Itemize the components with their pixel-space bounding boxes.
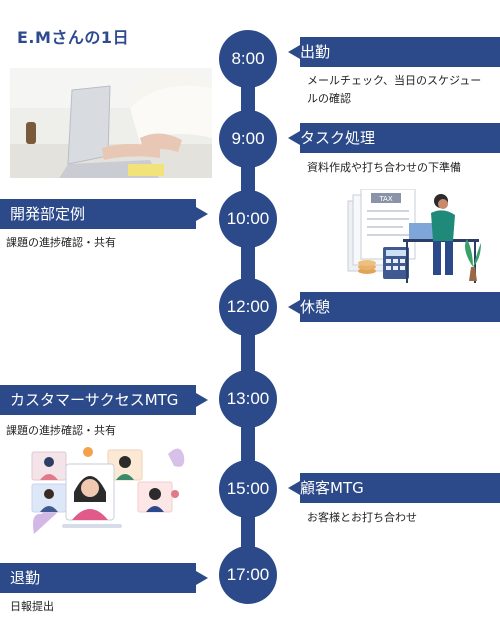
time-node-0900: 9:00 [219, 110, 277, 168]
label-pointer [196, 207, 208, 221]
event-desc-teirei: 課題の進捗確認・共有 [6, 236, 116, 249]
event-label-teirei: 開発部定例 [0, 199, 196, 229]
label-pointer [288, 300, 300, 314]
event-desc-shukkin: メールチェック、当日のスケジュールの確認 [307, 74, 482, 105]
label-pointer [196, 571, 208, 585]
label-pointer [196, 393, 208, 407]
tax-sign-text: TAX [378, 195, 393, 203]
event-label-cs-mtg: カスタマーサクセスMTG [0, 385, 196, 415]
event-desc-kokyaku: お客様とお打ち合わせ [307, 511, 417, 524]
event-label-kyukei: 休憩 [300, 292, 500, 322]
event-desc-taikin: 日報提出 [10, 600, 54, 613]
page-title: E.Mさんの1日 [17, 28, 130, 47]
event-label-kokyaku: 顧客MTG [300, 473, 500, 503]
event-label-task: タスク処理 [300, 123, 500, 153]
tax-documents-illustration: TAX [347, 189, 481, 283]
laptop-typing-photo [10, 68, 212, 178]
time-node-1500: 15:00 [219, 460, 277, 518]
label-pointer [288, 481, 300, 495]
video-call-illustration [31, 447, 185, 534]
label-pointer [288, 131, 300, 145]
event-desc-task: 資料作成や打ち合わせの下準備 [307, 161, 461, 174]
event-desc-cs-mtg: 課題の進捗確認・共有 [6, 424, 116, 437]
time-node-1700: 17:00 [219, 546, 277, 604]
event-label-shukkin: 出勤 [300, 37, 500, 67]
label-pointer [288, 45, 300, 59]
time-node-0800: 8:00 [219, 30, 277, 88]
time-node-1000: 10:00 [219, 190, 277, 248]
time-node-1300: 13:00 [219, 370, 277, 428]
time-node-1200: 12:00 [219, 278, 277, 336]
event-label-taikin: 退勤 [0, 563, 196, 593]
